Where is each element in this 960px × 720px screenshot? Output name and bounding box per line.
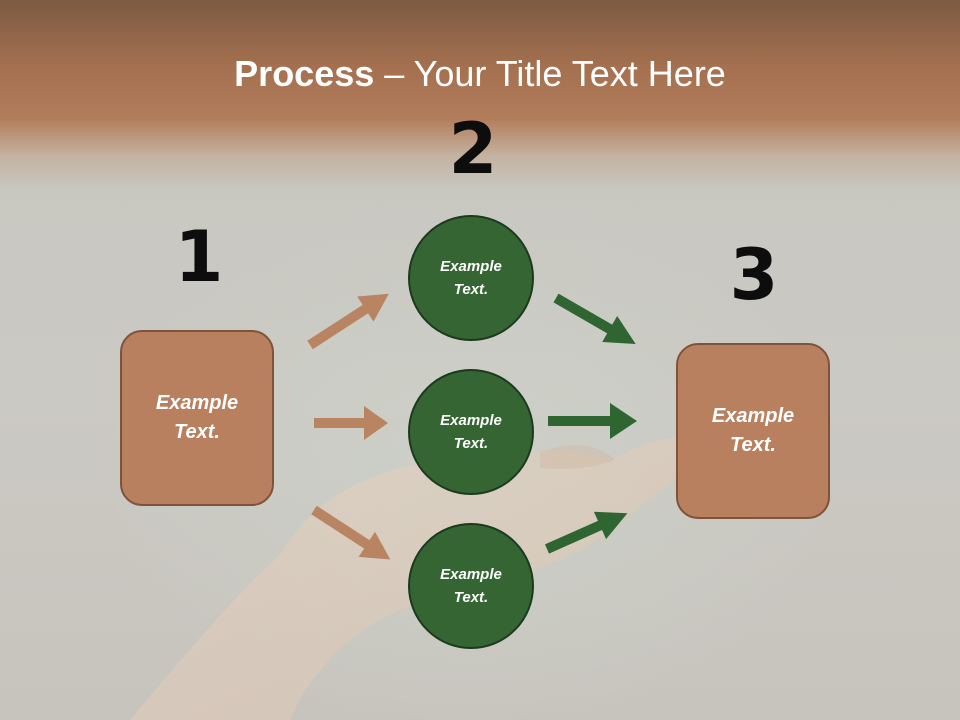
arrow-1-to-middle	[314, 406, 388, 440]
step-number-3: 3	[729, 234, 779, 316]
step-3-label: Example Text.	[711, 405, 795, 456]
step-2-middle-label: Example Text.	[440, 412, 502, 452]
slide-title: Process – Your Title Text Here	[0, 52, 960, 96]
arrow-1-to-top	[307, 293, 389, 350]
step-2-circle-middle[interactable]: Example Text.	[408, 369, 534, 495]
step-2-bottom-label: Example Text.	[440, 566, 502, 606]
step-1-label: Example Text.	[155, 392, 239, 443]
step-number-1: 1	[174, 216, 224, 298]
step-2-circle-bottom[interactable]: Example Text.	[408, 523, 534, 649]
step-3-box[interactable]: Example Text.	[676, 343, 830, 519]
title-rest: – Your Title Text Here	[374, 53, 726, 94]
step-1-box[interactable]: Example Text.	[120, 330, 274, 506]
title-bold: Process	[234, 53, 375, 94]
step-2-top-label: Example Text.	[440, 258, 502, 298]
arrow-top-to-3	[553, 293, 636, 344]
step-2-circle-top[interactable]: Example Text.	[408, 215, 534, 341]
arrow-bottom-to-3	[544, 511, 628, 554]
title-band	[0, 0, 960, 190]
arrow-middle-to-3	[548, 403, 637, 439]
step-number-2: 2	[448, 108, 498, 190]
arrow-1-to-bottom	[311, 505, 391, 560]
